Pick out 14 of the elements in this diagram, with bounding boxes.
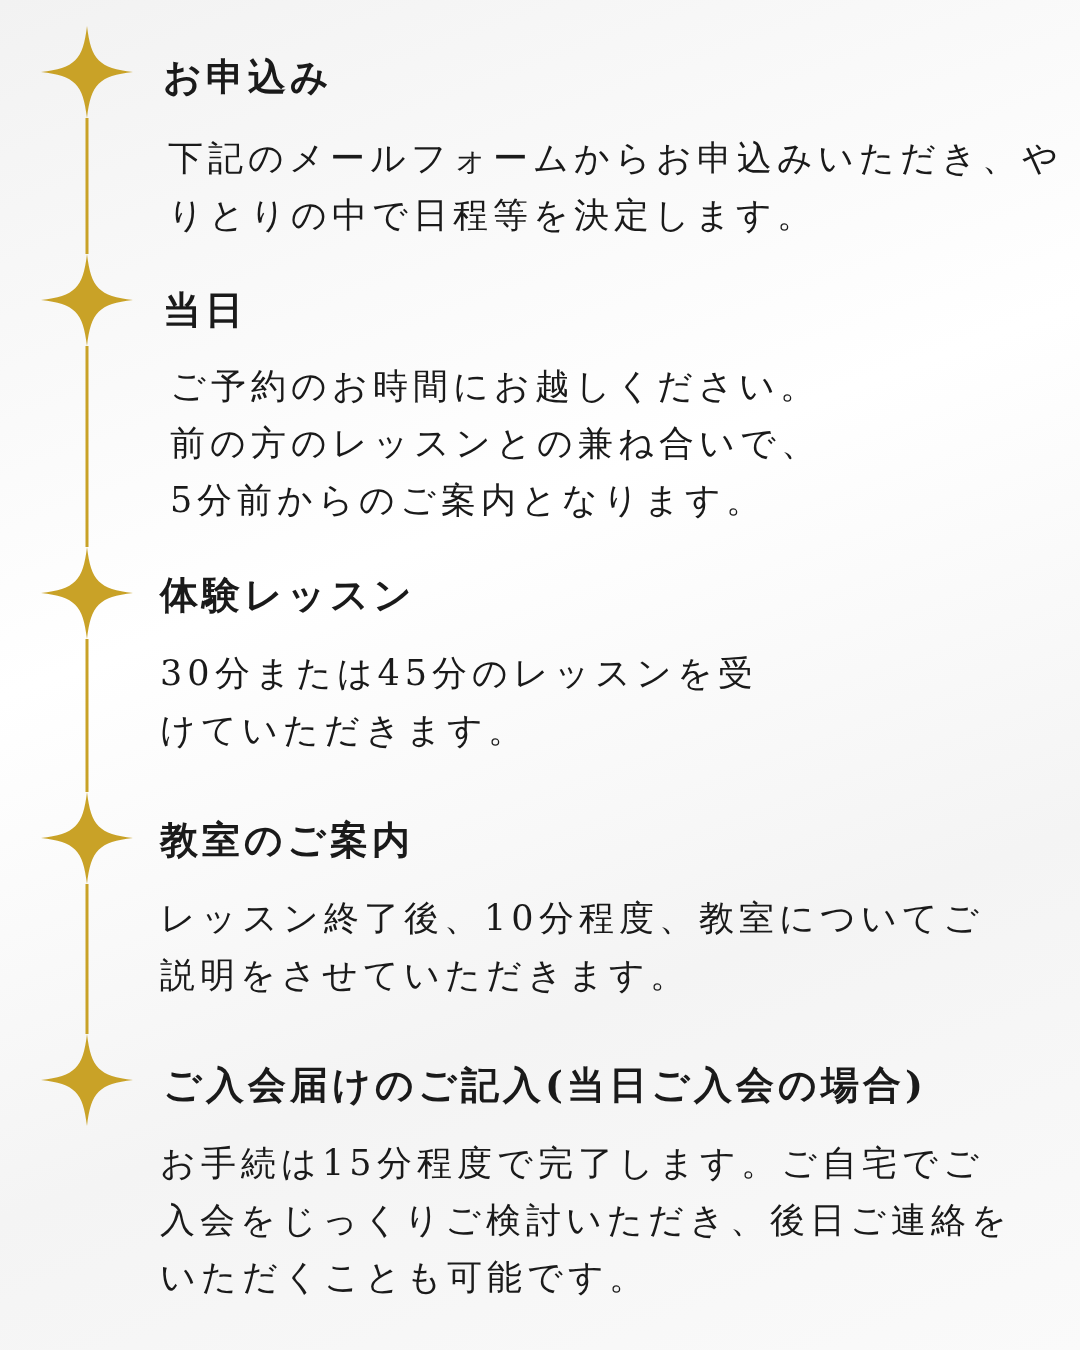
step-description: 下記のメールフォームからお申込みいただき、やりとりの中で日程等を決定します。 xyxy=(168,137,1064,237)
step-description: お手続は15分程度で完了します。ご自宅でご入会をじっくりご検討いただき、後日ご連絡をいただくことも可能です。 xyxy=(160,1142,1013,1299)
step-heading: 教室のご案内 xyxy=(160,816,414,864)
step-description: 30分または45分のレッスンを受けていただきます。 xyxy=(160,652,760,752)
timeline-line xyxy=(85,118,89,254)
step-heading: 当日 xyxy=(163,286,247,334)
step-heading: お申込み xyxy=(163,53,333,101)
step-description: ご予約のお時間にお越しください。前の方のレッスンとの兼ね合いで、 5分前からのご案内となります。 xyxy=(170,365,822,522)
timeline-line xyxy=(85,639,89,792)
timeline-line xyxy=(85,884,89,1034)
step-description: レッスン終了後、10分程度、教室についてご説明をさせていただきます。 xyxy=(160,897,985,997)
step-heading: ご入会届けのご記入(当日ご入会の場合) xyxy=(163,1061,927,1109)
step-heading: 体験レッスン xyxy=(160,571,416,619)
timeline-line xyxy=(85,346,89,547)
